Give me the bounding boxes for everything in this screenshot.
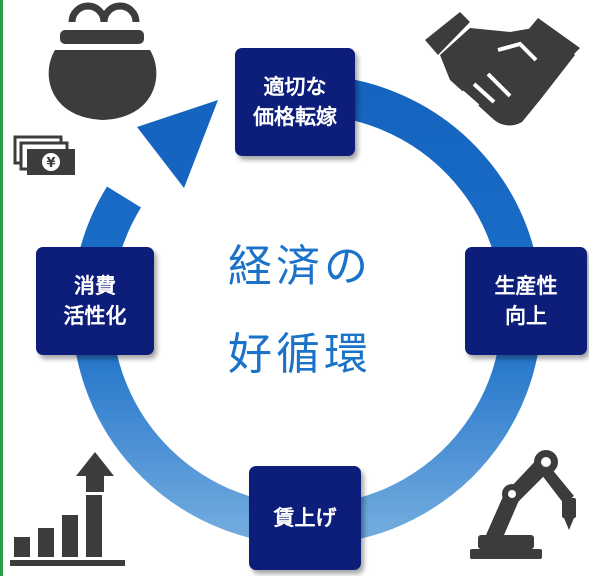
- step-label-line2: 価格転嫁: [253, 105, 337, 129]
- rising-bar-chart-icon: [10, 452, 125, 566]
- step-box-price-pass-through: 適切な 価格転嫁: [235, 48, 355, 156]
- step-label-line1: 消費: [74, 274, 116, 298]
- step-label-line1: 生産性: [494, 274, 558, 298]
- step-label-line2: 向上: [505, 304, 547, 328]
- center-title-line1: 経済の: [228, 241, 372, 292]
- step-box-productivity: 生産性 向上: [465, 247, 587, 355]
- step-label-line1: 賃上げ: [273, 506, 337, 530]
- handshake-icon: [425, 12, 580, 126]
- step-label-line2: 活性化: [63, 304, 127, 328]
- step-box-consumption: 消費 活性化: [36, 247, 154, 355]
- step-box-wage-increase: 賃上げ: [249, 466, 361, 570]
- yen-banknotes-icon: ¥: [13, 135, 75, 175]
- coin-purse-icon: [48, 2, 157, 120]
- left-border-rule: [0, 0, 3, 576]
- svg-text:¥: ¥: [46, 156, 55, 171]
- step-label-line1: 適切な: [263, 75, 327, 99]
- center-title-line2: 好循環: [228, 329, 372, 380]
- cycle-arrow-head: [137, 100, 218, 188]
- robot-arm-icon: [470, 450, 576, 559]
- cycle-ring: [71, 74, 542, 545]
